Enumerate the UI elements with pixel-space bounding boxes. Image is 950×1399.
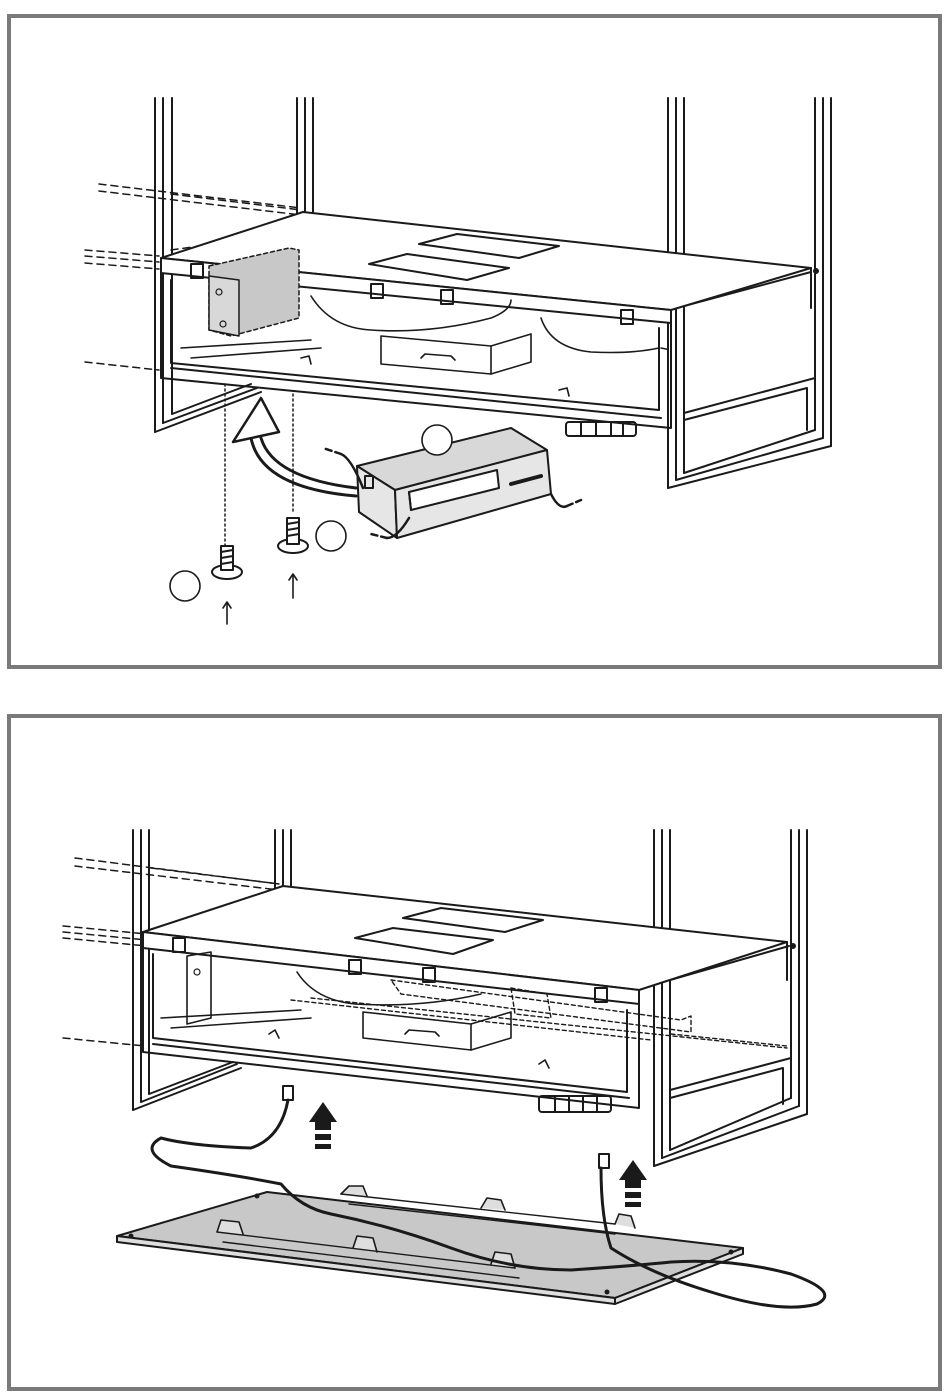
connector-left	[283, 1086, 293, 1100]
left-cabinet-side	[133, 830, 291, 1110]
step-2-illustration	[11, 718, 938, 1387]
bottom-cover-panel	[117, 1186, 743, 1304]
callout-circle-2	[316, 521, 346, 551]
connect-arrow-left	[309, 1102, 337, 1149]
step-1-panel	[7, 14, 942, 669]
screw-right	[278, 518, 308, 598]
connector-right	[599, 1154, 609, 1168]
insert-arrow	[233, 398, 356, 496]
step-1-illustration	[11, 18, 938, 665]
screw-left	[212, 546, 242, 624]
step-2-panel	[7, 714, 942, 1391]
right-cabinet-side	[654, 830, 807, 1166]
connect-arrow-right	[619, 1160, 647, 1207]
callout-circle-3	[170, 571, 200, 601]
callout-circle-1	[422, 425, 452, 455]
